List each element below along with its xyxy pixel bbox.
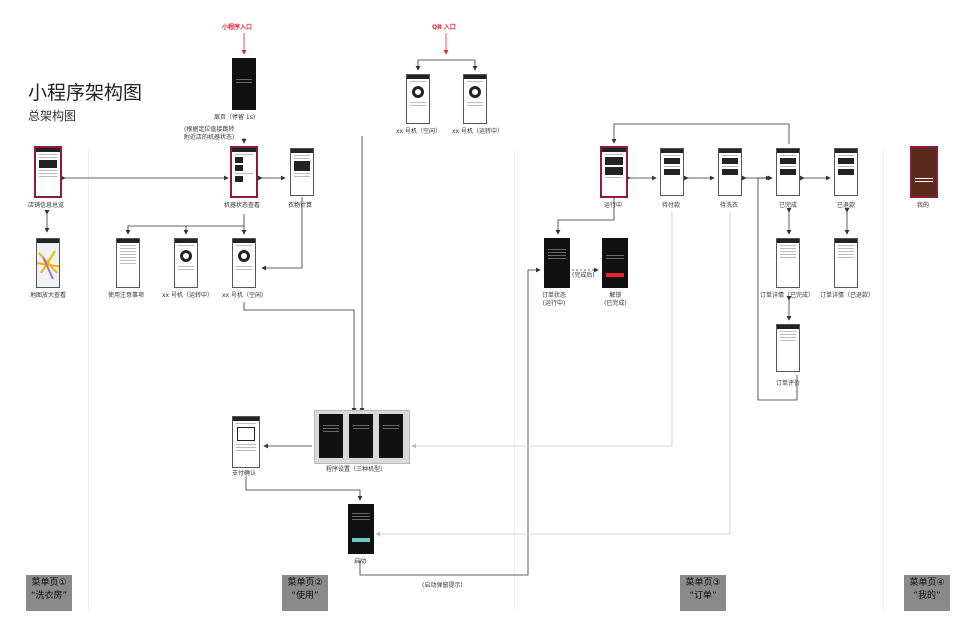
- busy-machine-label: xx 号机（运转中）: [162, 292, 214, 299]
- program-type-1: [319, 414, 343, 458]
- pay-confirm-label: 支付确认: [232, 470, 257, 477]
- to-wash-label: 待洗衣: [720, 202, 739, 209]
- running-label: 运行中: [604, 202, 623, 209]
- tab-orders-name: “订单”: [689, 591, 717, 601]
- tab-mine-name: “我的”: [913, 591, 941, 601]
- splash-note: (根据定位直接跳转 附近店的机器状态): [184, 126, 235, 141]
- map-screen[interactable]: [36, 238, 60, 288]
- order-status-label: 订单状态 (运行中): [542, 292, 567, 307]
- order-review-screen[interactable]: [776, 324, 800, 372]
- completed-orders-screen[interactable]: [776, 148, 800, 196]
- machine-status-screen[interactable]: [230, 146, 258, 198]
- qr-free-machine-label: xx 号机（空闲）: [396, 128, 442, 135]
- section-divider: [88, 150, 89, 610]
- tab-mine-label: 菜单页④: [909, 578, 945, 588]
- after-done-note: (完成后): [572, 272, 595, 279]
- notes-label: 使用注意事项: [108, 292, 145, 299]
- program-type-2: [349, 414, 373, 458]
- refunded-orders-screen[interactable]: [834, 148, 858, 196]
- section-divider: [883, 150, 884, 610]
- refunded-label: 已退款: [837, 202, 856, 209]
- unlock-screen[interactable]: [602, 238, 628, 288]
- unpaid-label: 待付款: [662, 202, 681, 209]
- tab-mine[interactable]: 菜单页④ “我的”: [904, 575, 950, 611]
- program-settings-label: 程序设置（三种机型）: [326, 466, 387, 473]
- store-info-screen[interactable]: [34, 146, 62, 198]
- order-detail-refund-label: 订单详情（已退款）: [820, 292, 875, 299]
- machine-status-label: 机器状态查看: [224, 202, 261, 209]
- start-note: (启动弹窗提示): [422, 582, 463, 589]
- qr-free-machine-screen[interactable]: [406, 74, 430, 124]
- section-divider: [514, 150, 515, 610]
- mine-label: 我的: [917, 202, 930, 209]
- order-review-label: 订单评价: [776, 380, 801, 387]
- tab-laundry-name: “洗衣房”: [30, 591, 68, 601]
- page-title: 小程序架构图: [28, 82, 143, 104]
- notes-screen[interactable]: [116, 238, 140, 288]
- splash-label: 扉页（停留 1s): [214, 114, 256, 121]
- laundry-calc-label: 衣物计算: [288, 202, 313, 209]
- order-status-screen[interactable]: [544, 238, 570, 288]
- tab-laundry-label: 菜单页①: [31, 578, 67, 588]
- program-settings-card[interactable]: [314, 410, 410, 464]
- tab-use-label: 菜单页②: [287, 578, 323, 588]
- unpaid-orders-screen[interactable]: [660, 148, 684, 196]
- busy-machine-screen[interactable]: [174, 238, 198, 288]
- to-wash-orders-screen[interactable]: [718, 148, 742, 196]
- program-type-3: [379, 414, 403, 458]
- free-machine-label: xx 号机（空闲）: [222, 292, 268, 299]
- unlock-label: 解锁 (已完成): [604, 292, 627, 307]
- store-info-label: 店铺信息总览: [28, 202, 65, 209]
- order-detail-refund-screen[interactable]: [834, 238, 858, 288]
- qr-entry-label: QR 入口: [432, 24, 456, 31]
- order-detail-done-screen[interactable]: [776, 238, 800, 288]
- splash-screen[interactable]: [232, 58, 256, 110]
- order-detail-done-label: 订单详情（已完成）: [760, 292, 815, 299]
- map-label: 地图放大查看: [30, 292, 67, 299]
- free-machine-screen[interactable]: [232, 238, 256, 288]
- mine-screen[interactable]: [910, 146, 938, 198]
- tab-laundry[interactable]: 菜单页① “洗衣房”: [26, 575, 72, 611]
- mini-program-entry-label: 小程序入口: [222, 24, 253, 31]
- tab-use[interactable]: 菜单页② “使用”: [282, 575, 328, 611]
- pay-confirm-screen[interactable]: [232, 416, 260, 468]
- running-orders-screen[interactable]: [600, 146, 628, 198]
- start-screen[interactable]: [348, 504, 374, 554]
- tab-orders-label: 菜单页③: [685, 578, 721, 588]
- tab-orders[interactable]: 菜单页③ “订单”: [680, 575, 726, 611]
- page-subtitle: 总架构图: [28, 109, 77, 123]
- qr-busy-machine-screen[interactable]: [463, 74, 487, 124]
- start-label: 启动: [354, 558, 367, 565]
- tab-use-name: “使用”: [291, 591, 319, 601]
- completed-label: 已完成: [779, 202, 798, 209]
- laundry-calc-screen[interactable]: [290, 148, 314, 196]
- qr-busy-machine-label: xx 号机（运转中）: [452, 128, 504, 135]
